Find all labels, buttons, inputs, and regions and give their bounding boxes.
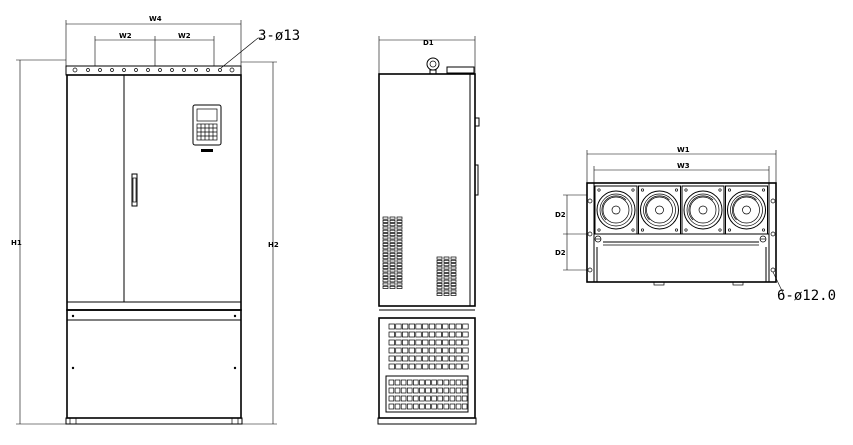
cooling-fans <box>594 185 768 235</box>
dimension-w2-pair: W2 W2 <box>94 32 215 66</box>
hole-callout-bottom: 6-ø12.0 <box>777 288 836 304</box>
side-base-grille-top <box>388 323 469 370</box>
front-base-cabinet <box>66 309 242 419</box>
label-w3: W3 <box>677 162 690 170</box>
label-d2-top: D2 <box>555 211 566 219</box>
dimension-h1: H1 <box>11 59 66 425</box>
front-cabinet-body <box>66 74 242 311</box>
bottom-mounting-holes <box>587 198 776 273</box>
bottom-bolt-markers <box>594 235 767 243</box>
dimension-w1: W1 <box>586 146 777 183</box>
label-h2: H2 <box>268 241 279 249</box>
label-w2-right: W2 <box>178 32 191 40</box>
bottom-view: W1 W3 D2 D2 6-ø12.0 <box>555 146 836 304</box>
label-h1: H1 <box>11 239 22 247</box>
front-door-handle <box>131 173 138 207</box>
front-top-mounting-rail <box>65 65 242 76</box>
side-vent-group-right <box>436 256 457 296</box>
side-base-grille-frame <box>385 375 469 413</box>
front-base-feet <box>65 417 243 425</box>
dimension-w4: W4 <box>65 15 242 66</box>
front-view: W4 W2 W2 3-ø13 H1 H2 <box>11 15 300 425</box>
label-d2-bottom: D2 <box>555 249 566 257</box>
hole-callout-front: 3-ø13 <box>258 28 300 44</box>
dimension-w3: W3 <box>593 162 770 183</box>
front-top-rail-holes <box>72 67 235 73</box>
label-w4: W4 <box>149 15 162 23</box>
side-vent-group-left <box>382 216 403 289</box>
label-w1: W1 <box>677 146 690 154</box>
bottom-outline <box>586 182 777 283</box>
dimension-d2-pair: D2 D2 <box>555 194 587 271</box>
side-view: D1 <box>377 36 480 425</box>
side-top-bracket <box>446 66 475 74</box>
label-d1: D1 <box>423 39 434 47</box>
lifting-eye <box>426 57 440 71</box>
dimension-h2: H2 <box>241 61 279 425</box>
keypad-panel <box>192 104 222 152</box>
fan <box>681 185 725 235</box>
side-base-grille-bottom <box>388 379 468 410</box>
dimension-d1: D1 <box>378 36 476 74</box>
fan <box>638 185 681 235</box>
callout-3-holes: 3-ø13 <box>220 28 300 69</box>
fan <box>725 185 768 235</box>
callout-6-holes: 6-ø12.0 <box>772 271 836 304</box>
fan <box>594 185 638 235</box>
label-w2-left: W2 <box>119 32 132 40</box>
side-base-feet <box>377 417 477 425</box>
